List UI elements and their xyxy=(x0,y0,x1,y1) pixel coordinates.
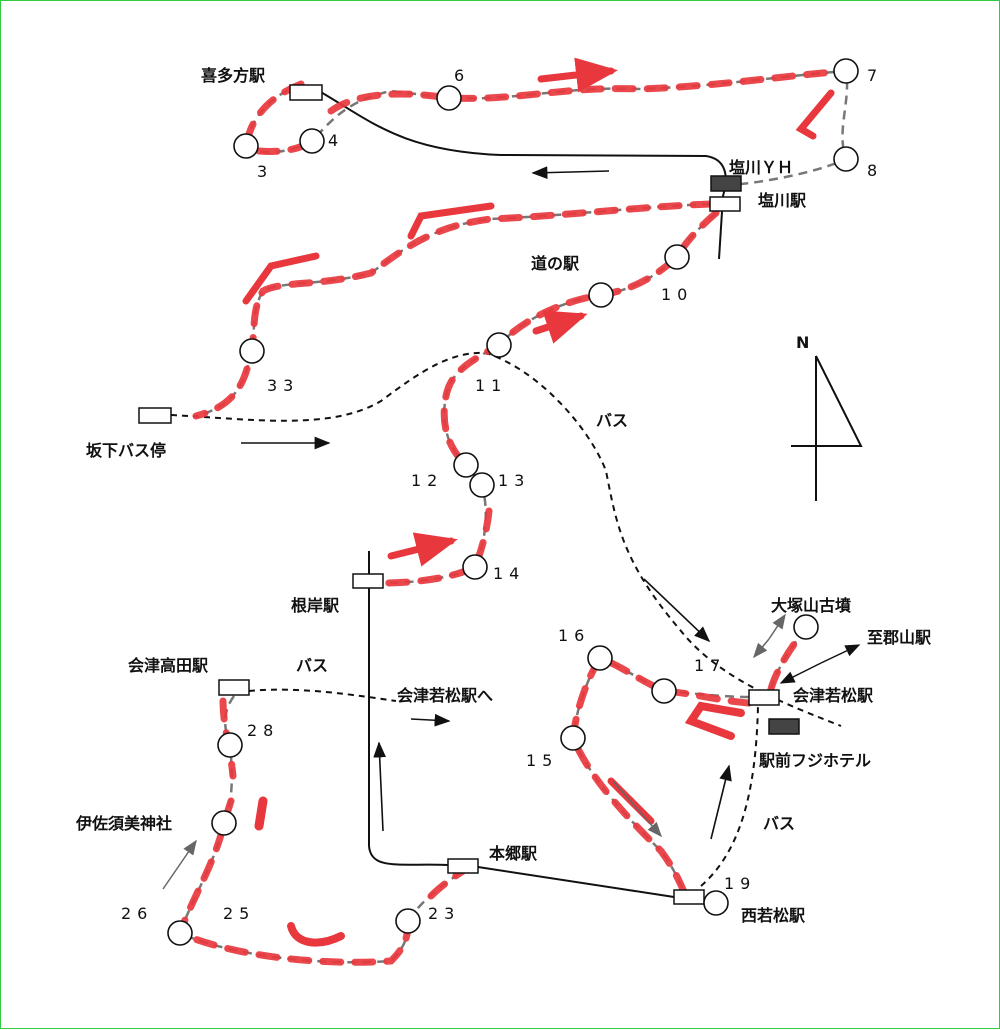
checkpoint-number: 13 xyxy=(498,471,530,490)
direction-arrow xyxy=(373,741,387,832)
bus-route-takada xyxy=(248,688,397,702)
label-hongo: 本郷駅 xyxy=(489,844,538,863)
label-michinoeki: 道の駅 xyxy=(531,254,580,273)
compass-north-label: N xyxy=(796,333,809,352)
label-bus: バス xyxy=(763,814,795,833)
direction-arrow xyxy=(531,166,610,180)
station-aizu-wakamatsu xyxy=(748,689,780,706)
north-compass: N xyxy=(791,333,863,501)
checkpoint-number: 33 xyxy=(267,376,299,395)
checkpoint-number: 23 xyxy=(428,904,460,923)
station-shiokawa xyxy=(709,196,741,212)
bus-stop-bange xyxy=(138,407,172,424)
station-aizu-takada xyxy=(218,679,250,696)
direction-arrow xyxy=(768,613,786,640)
direction-arrow xyxy=(410,713,451,727)
label-shiokawa-yh: 塩川ＹＨ xyxy=(729,158,793,177)
label-to-koriyama: 至郡山駅 xyxy=(867,628,932,647)
label-nishi-wakamatsu: 西若松駅 xyxy=(741,906,806,925)
direction-arrow xyxy=(710,764,732,840)
direction-arrow xyxy=(612,780,662,838)
checkpoint-number: 16 xyxy=(558,626,590,645)
direction-arrow xyxy=(753,638,770,659)
checkpoint-number: 7 xyxy=(867,66,883,85)
label-otsukayama: 大塚山古墳 xyxy=(771,596,851,615)
hotel-fuji xyxy=(768,718,800,735)
label-bange-bus-stop: 坂下バス停 xyxy=(86,441,166,460)
walking-route xyxy=(178,69,849,964)
station-hongo xyxy=(447,858,479,874)
label-bus: バス xyxy=(596,411,628,430)
checkpoint-number: 14 xyxy=(493,564,525,583)
direction-arrow xyxy=(779,662,822,684)
direction-arrow xyxy=(643,578,711,643)
station-negishi xyxy=(352,573,384,589)
direction-arrow xyxy=(820,644,861,664)
checkpoint-number: 26 xyxy=(121,904,153,923)
label-kitakata: 喜多方駅 xyxy=(201,66,266,85)
label-shiokawa: 塩川駅 xyxy=(758,191,807,210)
label-aizu-wakamatsu: 会津若松駅 xyxy=(793,686,874,705)
checkpoints xyxy=(167,58,859,946)
checkpoint-number: 10 xyxy=(661,285,693,304)
checkpoint-number: 17 xyxy=(694,656,726,675)
checkpoint-number: 15 xyxy=(526,751,558,770)
checkpoint-number: 19 xyxy=(724,874,756,893)
station-nishi-wakamatsu xyxy=(673,889,705,905)
direction-arrow xyxy=(162,839,197,890)
label-isasumi-shrine: 伊佐須美神社 xyxy=(75,814,172,833)
checkpoint-number: 28 xyxy=(247,721,279,740)
railway-kitakata-shiokawa xyxy=(318,90,727,260)
checkpoint-number: 8 xyxy=(867,161,883,180)
red-highlighted-route xyxy=(175,57,850,966)
label-bus: バス xyxy=(296,656,328,675)
checkpoint-number: 3 xyxy=(257,162,273,181)
label-negishi: 根岸駅 xyxy=(291,596,340,615)
checkpoint-number: 6 xyxy=(454,66,470,85)
checkpoint-number: 11 xyxy=(475,376,507,395)
station-kitakata xyxy=(289,84,323,101)
label-to-wakamatsu: 会津若松駅へ xyxy=(397,686,493,705)
checkpoint-number: 25 xyxy=(223,904,255,923)
checkpoint-number: 4 xyxy=(328,131,344,150)
checkpoint-number: 12 xyxy=(411,471,443,490)
label-fuji-hotel: 駅前フジホテル xyxy=(758,751,871,770)
label-aizu-takada: 会津高田駅 xyxy=(128,656,209,675)
youth-hostel-shiokawa xyxy=(710,175,742,192)
bus-route-bange xyxy=(170,351,842,727)
